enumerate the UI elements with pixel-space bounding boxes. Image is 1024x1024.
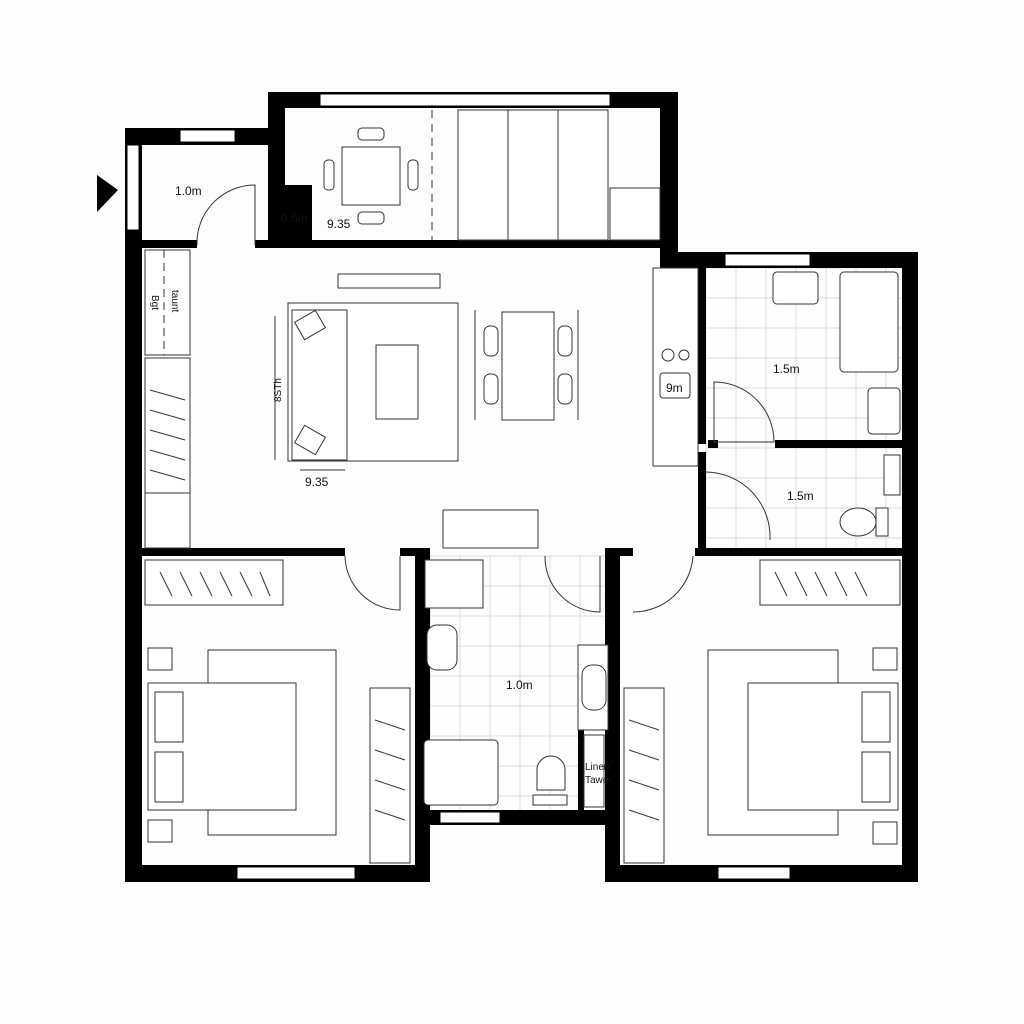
label-storage-b: taunt (169, 290, 180, 312)
console-table (442, 509, 539, 549)
kitchen-counter (652, 267, 699, 467)
label-kitchen-sink: 9m (666, 381, 683, 395)
sliding-panels (457, 109, 661, 241)
label-storage-a: Bgt (149, 295, 160, 310)
label-dining-top: 9.35 (327, 217, 351, 231)
entry-arrow-icon (97, 175, 118, 212)
label-bath-center: 1.0m (506, 678, 533, 692)
windows (126, 93, 811, 880)
doors[interactable] (196, 184, 775, 613)
label-closet: 0.6m (281, 211, 308, 225)
label-bath-upper: 1.5m (773, 362, 800, 376)
storage-cabinet (144, 249, 191, 549)
label-linen-2: Tawer (585, 775, 612, 786)
linen-tower (583, 734, 605, 808)
label-linen: Linen (585, 762, 609, 773)
bath-fixtures-center (423, 559, 609, 808)
living-area (274, 273, 459, 471)
label-bath-lower: 1.5m (787, 489, 814, 503)
dining-table (474, 310, 579, 421)
label-entry: 1.0m (175, 184, 202, 198)
bath-fixtures-right (772, 271, 901, 537)
dining-set-top (323, 110, 433, 240)
label-living-height: 8STh (273, 378, 284, 402)
bedroom-left (144, 559, 411, 864)
bedroom-right (623, 559, 901, 864)
label-living-width: 9.35 (305, 475, 329, 489)
